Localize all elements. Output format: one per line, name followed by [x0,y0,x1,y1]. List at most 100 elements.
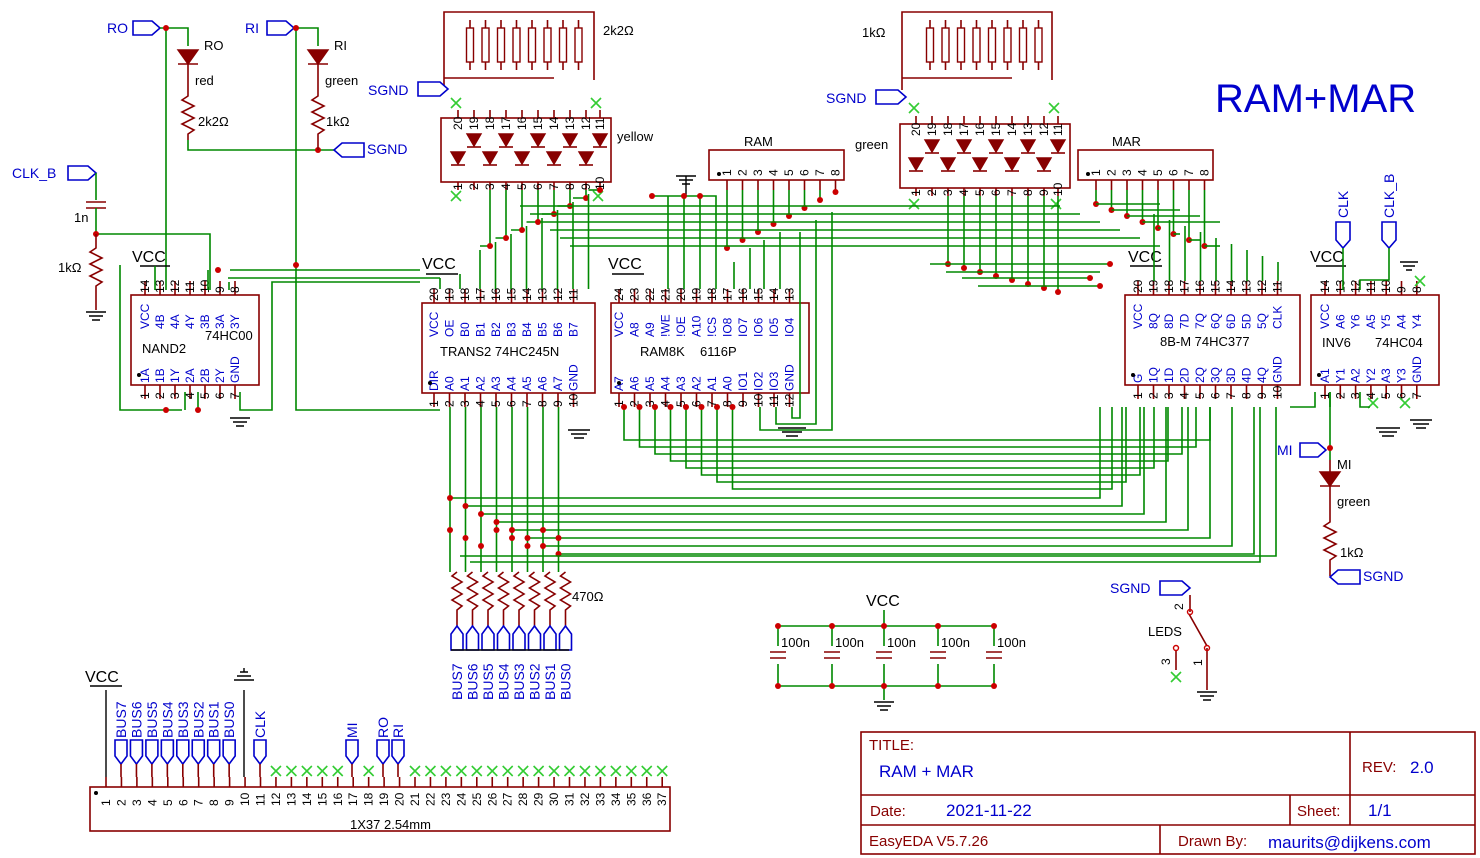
svg-text:6: 6 [989,189,1003,196]
tb-title-value: RAM + MAR [879,762,974,781]
pin-name: VCC [1318,303,1332,329]
pin-name: A0 [443,376,457,391]
pin-number: 19 [690,287,704,301]
svg-text:28: 28 [516,792,530,806]
svg-text:3: 3 [483,183,497,190]
conn-bus-label: BUS4 [159,701,175,738]
svg-text:17: 17 [346,792,360,806]
led-ri-label: RI [334,38,347,53]
pin-number: 7 [520,400,534,407]
pin-name: A5 [643,376,657,391]
res-array-mar-label: 1kΩ [862,25,886,40]
cap-label: 100n [941,635,970,650]
pin-name: 3Q [1209,367,1223,383]
pin-name: IO6 [752,317,766,337]
pin-name: GND [783,364,797,391]
pin-name: G [1131,374,1145,383]
svg-text:9: 9 [1037,189,1051,196]
svg-text:10: 10 [593,176,607,190]
pin-name: VCC [138,303,152,329]
pin-number: 15 [505,287,519,301]
pin-name: 1A [138,368,152,383]
cap-label: 100n [835,635,864,650]
pin-name: IO7 [736,317,750,337]
pin-number: 10 [1379,279,1393,293]
bus-label: BUS7 [449,663,465,700]
svg-text:2: 2 [925,189,939,196]
svg-text:17: 17 [499,116,513,130]
pin-number: 16 [489,287,503,301]
pin-number: 20 [427,287,441,301]
svg-text:32: 32 [578,792,592,806]
svg-text:12: 12 [269,792,283,806]
conn-bus-label: BUS2 [190,701,206,738]
pin-number: 10 [1271,385,1285,399]
pin-number: 1 [138,392,152,399]
svg-text:3: 3 [751,169,765,176]
pin-name: 8Q [1147,313,1161,329]
pin-number: 20 [1131,279,1145,293]
svg-text:18: 18 [941,122,955,136]
res-ri-label: 1kΩ [326,114,350,129]
pin-number: 14 [520,287,534,301]
pin-name: A6 [1333,314,1347,329]
pin-name: 2Q [1193,367,1207,383]
svg-text:4: 4 [145,799,159,806]
pin-number: 12 [1255,279,1269,293]
svg-text:5: 5 [782,169,796,176]
clk-rc-section: CLK_B 1n 1kΩ [12,165,211,321]
chip-name: NAND2 [142,341,186,356]
tb-date-value: 2021-11-22 [946,801,1032,820]
conn-bus-label: BUS0 [221,701,237,738]
pin-number: 4 [1364,392,1378,399]
pin-number: 6 [1209,392,1223,399]
pin-name: A7 [551,376,565,391]
svg-text:13: 13 [284,792,298,806]
pin-number: 4 [474,400,488,407]
title-block: TITLE: RAM + MAR REV: 2.0 Date: 2021-11-… [860,731,1476,855]
pin-number: 5 [1379,392,1393,399]
res-array-mar [901,11,1053,90]
pin-name: A6 [628,376,642,391]
pin-number: 3 [643,400,657,407]
svg-text:17: 17 [957,122,971,136]
svg-text:14: 14 [1005,122,1019,136]
svg-text:15: 15 [989,122,1003,136]
pin-name: 1Q [1147,367,1161,383]
conn-bus-label: BUS7 [113,701,129,738]
switch-label: LEDS [1148,624,1182,639]
svg-text:29: 29 [532,792,546,806]
pin-number: 14 [138,279,152,293]
pin-number: 3 [1162,392,1176,399]
pin-number: 4 [183,392,197,399]
pin-number: 12 [1349,279,1363,293]
pin-number: 11 [567,288,581,301]
chip-name: TRANS2 74HC245N [440,344,559,359]
header-ram-label: RAM [744,134,773,149]
pin-number: 8 [1410,286,1424,293]
pin-name: 4B [153,314,167,329]
pin-number: 13 [153,279,167,293]
pin-name: IO1 [736,371,750,391]
pin-number: 17 [1178,279,1192,293]
cap-clk-label: 1n [74,210,88,225]
svg-text:8: 8 [1021,189,1035,196]
pin-name: IO8 [721,317,735,337]
pin-name: !WE [659,314,673,337]
tb-title-label: TITLE: [869,737,914,754]
tb-sheet-value: 1/1 [1368,801,1392,820]
pin-number: 24 [612,287,626,301]
pin-name: 7D [1178,313,1192,329]
svg-text:9: 9 [223,799,237,806]
pin-number: 5 [674,400,688,407]
bus-label: BUS2 [527,663,543,700]
pin-number: 11 [1364,280,1378,293]
svg-text:14: 14 [547,116,561,130]
svg-text:6: 6 [1167,169,1181,176]
pin-number: 10 [567,393,581,407]
svg-text:5: 5 [515,183,529,190]
svg-text:25: 25 [470,792,484,806]
pin-name: A0 [721,376,735,391]
svg-text:21: 21 [408,792,422,806]
